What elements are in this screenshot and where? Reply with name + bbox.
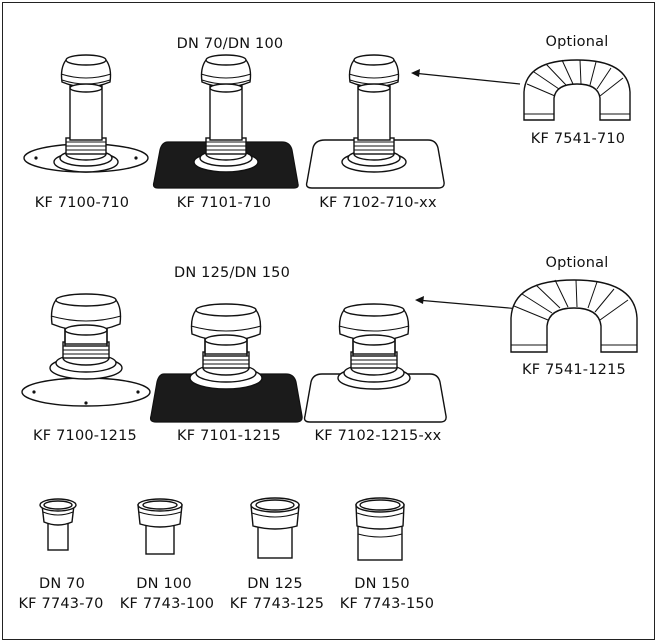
adapter-dn100-illustration [137, 498, 183, 555]
adapter-dn125-code: KF 7743-125 [229, 596, 325, 612]
adapter-dn125-illustration [250, 497, 300, 559]
optional-arrow-top [411, 69, 521, 85]
label-kf7541-710: KF 7541-710 [530, 131, 626, 147]
product-kf7101-1215-illustration [149, 303, 303, 423]
product-kf7102-1215-xx-illustration [303, 303, 447, 423]
adapter-dn70-code: KF 7743-70 [18, 596, 104, 612]
adapter-dn100-code: KF 7743-100 [119, 596, 215, 612]
optional-label-middle: Optional [545, 255, 609, 271]
product-kf7102-710-xx-illustration [305, 54, 445, 189]
label-kf7541-1215: KF 7541-1215 [522, 362, 626, 378]
adapter-dn125-size: DN 125 [247, 576, 303, 592]
label-kf7101-710: KF 7101-710 [176, 195, 272, 211]
adapter-dn70-size: DN 70 [38, 576, 86, 592]
product-kf7100-710-illustration [23, 54, 149, 173]
heading-dn70-dn100: DN 70/DN 100 [176, 36, 284, 52]
label-kf7101-1215: KF 7101-1215 [177, 428, 281, 444]
label-kf7100-1215: KF 7100-1215 [33, 428, 137, 444]
product-kf7101-710-illustration [152, 54, 299, 189]
adapter-dn100-size: DN 100 [136, 576, 192, 592]
label-kf7102-1215-xx: KF 7102-1215-xx [314, 428, 442, 444]
optional-arrow-middle [415, 296, 521, 310]
adapter-dn150-size: DN 150 [354, 576, 410, 592]
label-kf7100-710: KF 7100-710 [34, 195, 130, 211]
adapter-dn150-illustration [355, 497, 405, 561]
adapter-dn150-code: KF 7743-150 [339, 596, 435, 612]
heading-dn125-dn150: DN 125/DN 150 [173, 265, 291, 281]
product-kf7100-1215-illustration [21, 293, 151, 407]
flex-bend-kf7541-710-illustration [523, 59, 631, 121]
adapter-dn70-illustration [39, 498, 77, 551]
label-kf7102-710-xx: KF 7102-710-xx [319, 195, 437, 211]
flex-bend-kf7541-1215-illustration [510, 279, 638, 353]
optional-label-top: Optional [545, 34, 609, 50]
